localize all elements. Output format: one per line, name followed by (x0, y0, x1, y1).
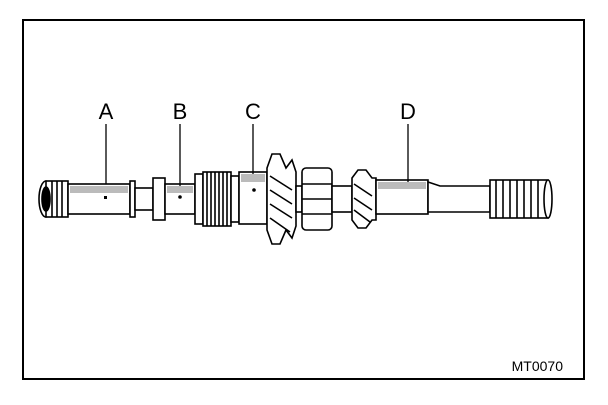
figure-code: MT0070 (512, 358, 564, 374)
right-spline-end (489, 179, 553, 219)
helical-gear-1 (266, 153, 297, 245)
synchro-gear (202, 171, 240, 227)
shaft-d (375, 179, 491, 215)
border-box (22, 19, 585, 380)
journal-b (152, 173, 204, 225)
helical-gear-2 (351, 169, 377, 229)
callout-d: D (400, 99, 416, 124)
spur-gear (301, 167, 333, 231)
leader-lines (105, 124, 409, 186)
journal-a (67, 180, 154, 218)
left-spline-end (38, 180, 69, 218)
callout-c: C (245, 99, 261, 124)
shaft-middle (331, 185, 353, 213)
hub-c (238, 171, 268, 225)
mainshaft-drawing (38, 153, 553, 245)
callout-b: B (173, 99, 188, 124)
callout-a: A (99, 99, 114, 124)
spacer (295, 185, 303, 213)
